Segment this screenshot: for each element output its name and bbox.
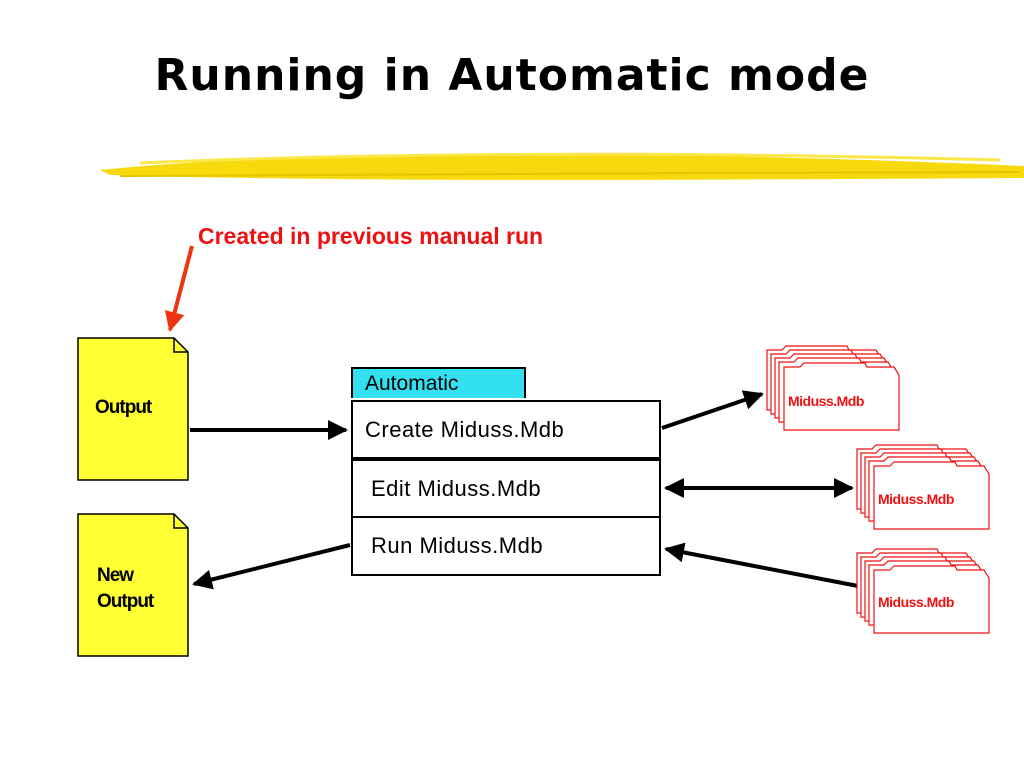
file-stack-3-label: Miduss.Mdb — [878, 594, 954, 610]
arrow-create-to-file1 — [661, 390, 764, 430]
annotation-label: Created in previous manual run — [198, 223, 544, 249]
arrow-run-to-new-output — [192, 543, 351, 590]
new-output-label-line1: New — [97, 565, 134, 586]
file-stack-2-label: Miduss.Mdb — [878, 491, 954, 507]
file-stack-1-label: Miduss.Mdb — [788, 393, 864, 409]
output-document — [77, 337, 189, 481]
new-output-label-line2: Output — [97, 591, 154, 612]
step-edit[interactable]: Edit Miduss.Mdb — [351, 459, 661, 518]
step-create[interactable]: Create Miduss.Mdb — [351, 400, 661, 459]
new-output-document — [77, 513, 189, 657]
file-stack-2 — [856, 444, 990, 530]
automatic-tab[interactable]: Automatic — [351, 367, 526, 398]
title-underline-brush — [100, 152, 1024, 180]
arrow-file3-to-run — [664, 542, 859, 588]
output-document-label: Output — [95, 397, 152, 418]
file-stack-1 — [766, 345, 900, 431]
step-run[interactable]: Run Miduss.Mdb — [351, 516, 661, 576]
slide-title: Running in Automatic mode — [154, 50, 870, 101]
annotation-arrow — [164, 245, 194, 332]
file-stack-3 — [856, 548, 990, 634]
